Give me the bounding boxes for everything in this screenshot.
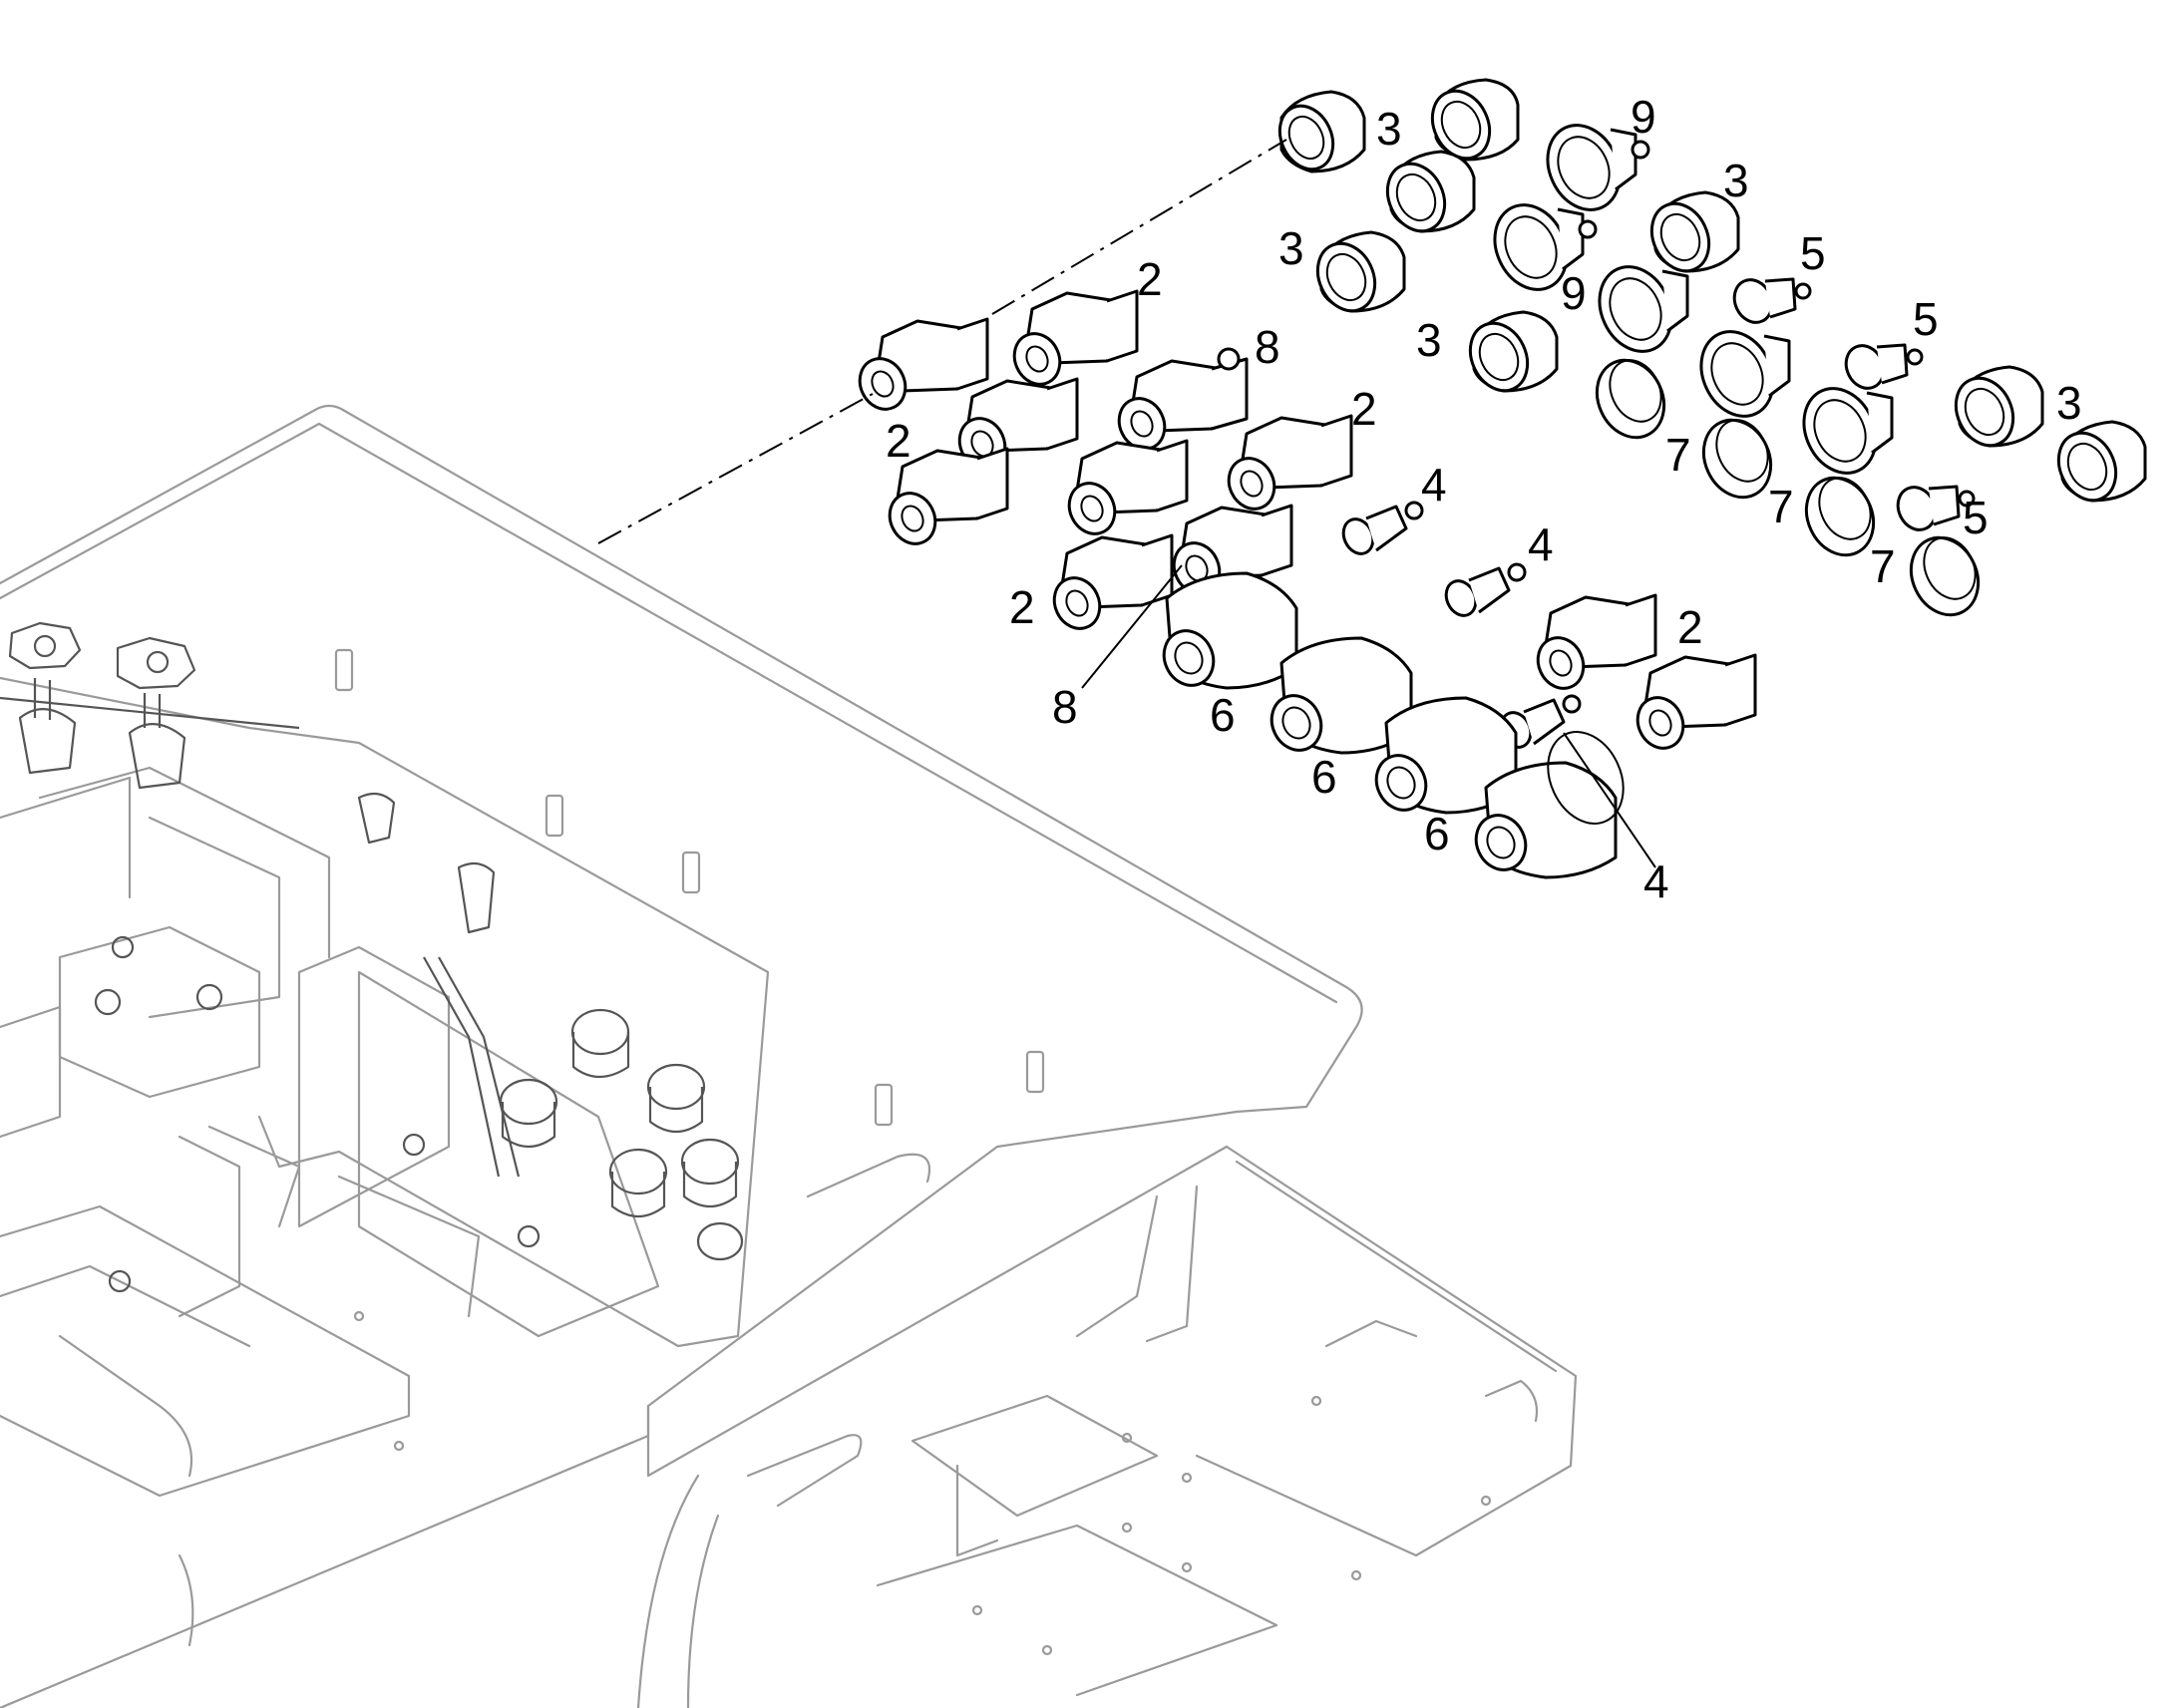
callout-c26: 4 xyxy=(1643,855,1669,907)
part-8-fitting xyxy=(1117,347,1249,451)
part-6-body xyxy=(1162,571,1298,690)
part-3-cap xyxy=(1277,90,1366,173)
callout-c25: 6 xyxy=(1424,808,1450,859)
part-9-ring xyxy=(1546,124,1650,211)
callout-c5: 9 xyxy=(1561,267,1587,319)
part-3-cap xyxy=(1430,78,1520,162)
part-5-nipple xyxy=(1844,343,1924,390)
callout-c10: 5 xyxy=(1913,293,1939,345)
part-2-fitting xyxy=(858,317,989,411)
part-6-body xyxy=(1374,696,1518,815)
callout-c2: 9 xyxy=(1631,91,1656,143)
part-3-cap xyxy=(1954,365,2044,448)
callout-c1: 3 xyxy=(1376,103,1402,155)
part-7-plug xyxy=(1595,358,1666,440)
part-2-fitting xyxy=(1536,593,1657,690)
leader-lines xyxy=(1081,564,1656,868)
callout-c20: 2 xyxy=(1009,581,1035,633)
callout-c18: 4 xyxy=(1528,518,1554,570)
part-3-cap xyxy=(1649,190,1740,273)
part-6-body xyxy=(1270,636,1413,755)
callout-c6: 2 xyxy=(1137,253,1163,305)
part-2-fitting xyxy=(1052,533,1174,630)
part-5-nipple xyxy=(1732,277,1812,324)
part-2-fitting xyxy=(1012,289,1139,386)
callout-c16: 7 xyxy=(1768,481,1794,532)
callout-c22: 8 xyxy=(1052,681,1078,733)
part-3-cap xyxy=(2056,420,2147,503)
callout-c8: 8 xyxy=(1255,321,1280,373)
part-2-fitting xyxy=(1227,414,1353,511)
part-6-body xyxy=(1474,731,1625,879)
part-2-fitting xyxy=(1067,439,1189,535)
callout-c15: 4 xyxy=(1421,459,1447,511)
part-3-cap xyxy=(1385,150,1476,233)
callout-c4: 3 xyxy=(1723,155,1749,206)
callout-c17: 5 xyxy=(1963,492,1989,543)
part-7-plug xyxy=(1909,535,1981,617)
callout-labels: 3 9 3 3 9 2 5 8 3 5 2 3 2 7 4 7 5 4 7 2 … xyxy=(886,91,2082,907)
part-9-ring xyxy=(1699,330,1791,418)
callout-c19: 7 xyxy=(1870,540,1896,592)
callout-c21: 2 xyxy=(1677,601,1703,653)
part-7-plug xyxy=(1804,476,1876,557)
callout-c3: 3 xyxy=(1278,222,1304,274)
part-3-cap xyxy=(1315,230,1406,313)
callout-c23: 6 xyxy=(1210,689,1236,741)
callout-c11: 2 xyxy=(1351,383,1377,435)
part-2-fitting xyxy=(888,447,1009,545)
part-9-ring xyxy=(1598,265,1689,353)
machine-base xyxy=(0,404,1578,1708)
callout-c9: 3 xyxy=(1416,314,1442,366)
part-4-adapter xyxy=(1341,501,1424,555)
valve-manifold-block xyxy=(0,621,770,1348)
part-8-fitting xyxy=(1172,504,1293,595)
assembly-axis-lines xyxy=(597,139,1287,544)
part-5-nipple xyxy=(1896,485,1976,531)
part-7-plug xyxy=(1701,418,1773,500)
callout-c24: 6 xyxy=(1311,751,1337,803)
callout-c7: 5 xyxy=(1800,227,1826,279)
part-4-adapter xyxy=(1444,562,1527,617)
callout-c13: 2 xyxy=(886,415,911,467)
part-9-ring xyxy=(1802,387,1894,475)
callout-c12: 3 xyxy=(2056,377,2082,429)
callout-c14: 7 xyxy=(1665,429,1691,481)
part-2-fitting xyxy=(957,377,1079,471)
fitting-parts xyxy=(858,78,2147,879)
part-3-cap xyxy=(1468,310,1559,393)
part-9-ring xyxy=(1493,203,1598,291)
part-2-fitting xyxy=(1635,653,1757,750)
